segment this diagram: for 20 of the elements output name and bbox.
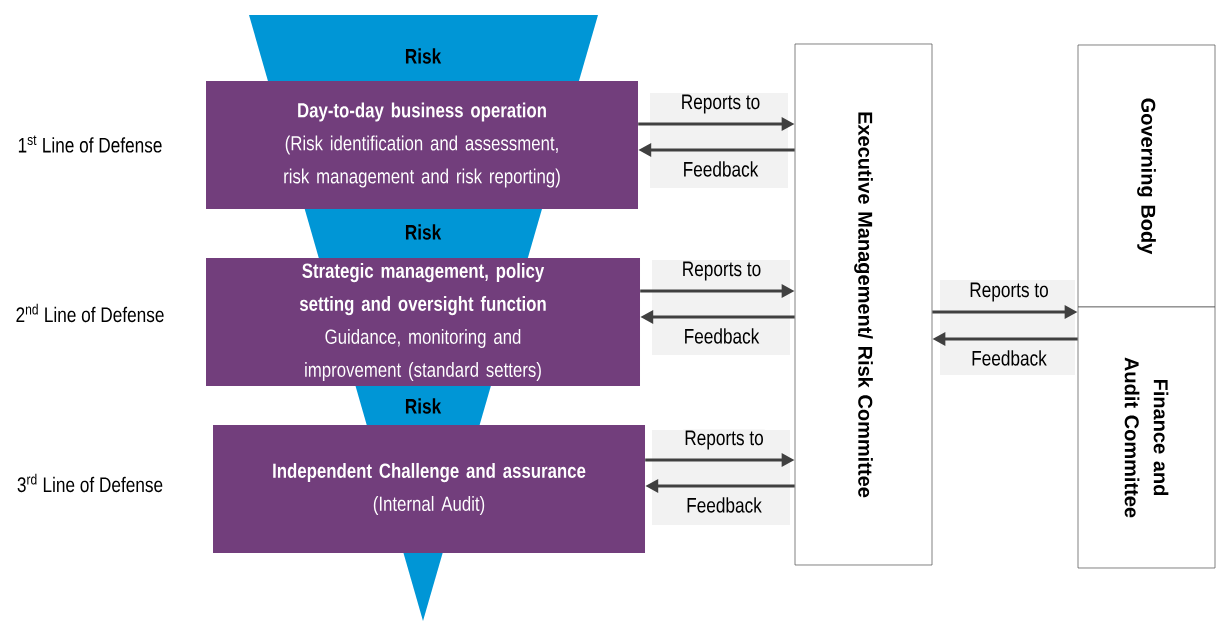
edge-label: Feedback (681, 160, 760, 178)
risk-label: Risk (405, 224, 442, 240)
line-label: 1$^{st}$ Line of Defense (18, 135, 162, 153)
vertical-label: Executive Management/ Risk Committee (854, 112, 873, 498)
edge-label: Reports to (683, 429, 765, 451)
committee-box (1077, 44, 1216, 308)
edge-label: Feedback (682, 327, 761, 345)
vertical-label: Governing Body (1137, 98, 1156, 255)
line-label: 2$^{nd}$ Line of Defense (16, 303, 164, 323)
process-box: Day-to-day business operation (Risk identification and assessment, risk management and risk reporting) (206, 81, 638, 209)
committee-box (1077, 306, 1216, 569)
process-box: Independent Challenge and assurance (Internal Audit) (213, 425, 645, 553)
process-box: Strategic management, policy setting and oversight function Guidance, monitoring and improvement (standard setters) (206, 258, 640, 386)
line-label: 3$^{rd}$ Line of Defense (17, 473, 163, 493)
risk-label: Risk (405, 398, 442, 414)
edge-label: Feedback (970, 349, 1048, 367)
committee-box (794, 43, 933, 566)
edge-label: Feedback (685, 496, 763, 514)
edge-label: Reports to (968, 281, 1050, 303)
vertical-label: Finance and Audit Committee (1124, 357, 1169, 518)
